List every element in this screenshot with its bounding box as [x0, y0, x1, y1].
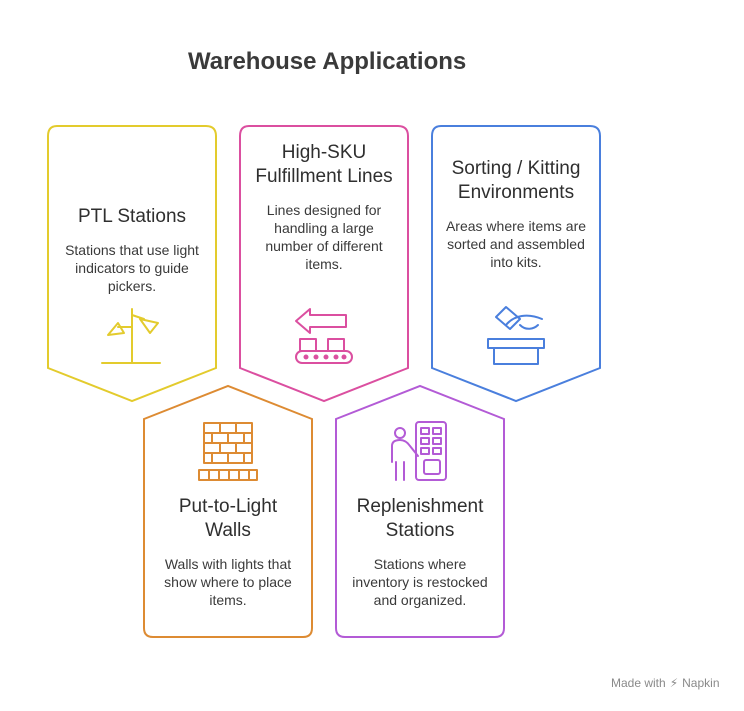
- card-description: Lines designed for handling a large numb…: [265, 202, 383, 272]
- card-heading: PTL Stations: [77, 206, 187, 227]
- card-shape-put-to-light: [143, 384, 313, 638]
- card-shape-replenishment: [335, 384, 505, 638]
- hand-box-icon: [487, 306, 545, 365]
- card-heading: Sorting / Kitting Environments: [451, 158, 581, 203]
- conveyor-boxes-icon: [295, 308, 353, 364]
- brand-label: Napkin: [682, 676, 720, 690]
- card-description: Stations that use light indicators to gu…: [65, 242, 199, 294]
- card-shape-ptl: [47, 125, 217, 403]
- card-heading: High-SKU Fulfillment Lines: [255, 142, 393, 187]
- card-description: Areas where items are sorted and assembl…: [445, 218, 587, 270]
- card-heading: Replenishment Stations: [356, 496, 484, 541]
- card-shape-sorting: [431, 125, 601, 403]
- napkin-logo-icon: ⚡: [669, 676, 679, 690]
- brick-wall-icon: [198, 422, 258, 481]
- card-shape-high-sku: [239, 125, 409, 403]
- card-sorting-kitting: Sorting / Kitting Environments Areas whe…: [442, 157, 590, 271]
- card-ptl-stations: PTL Stations Stations that use light ind…: [58, 205, 206, 295]
- made-with-label: Made with: [611, 676, 666, 690]
- desk-lamp-icon: [101, 308, 161, 364]
- person-shelf-icon: [391, 421, 447, 481]
- card-put-to-light-walls: Put-to-Light Walls Walls with lights tha…: [154, 495, 302, 609]
- footer-attribution: Made with ⚡ Napkin: [611, 676, 720, 690]
- card-description: Walls with lights that show where to pla…: [164, 556, 292, 608]
- page-title: Warehouse Applications: [188, 48, 467, 75]
- card-high-sku-fulfillment: High-SKU Fulfillment Lines Lines designe…: [250, 141, 398, 273]
- card-description: Stations where inventory is restocked an…: [352, 556, 488, 608]
- card-heading: Put-to-Light Walls: [178, 496, 278, 541]
- card-replenishment-stations: Replenishment Stations Stations where in…: [346, 495, 494, 609]
